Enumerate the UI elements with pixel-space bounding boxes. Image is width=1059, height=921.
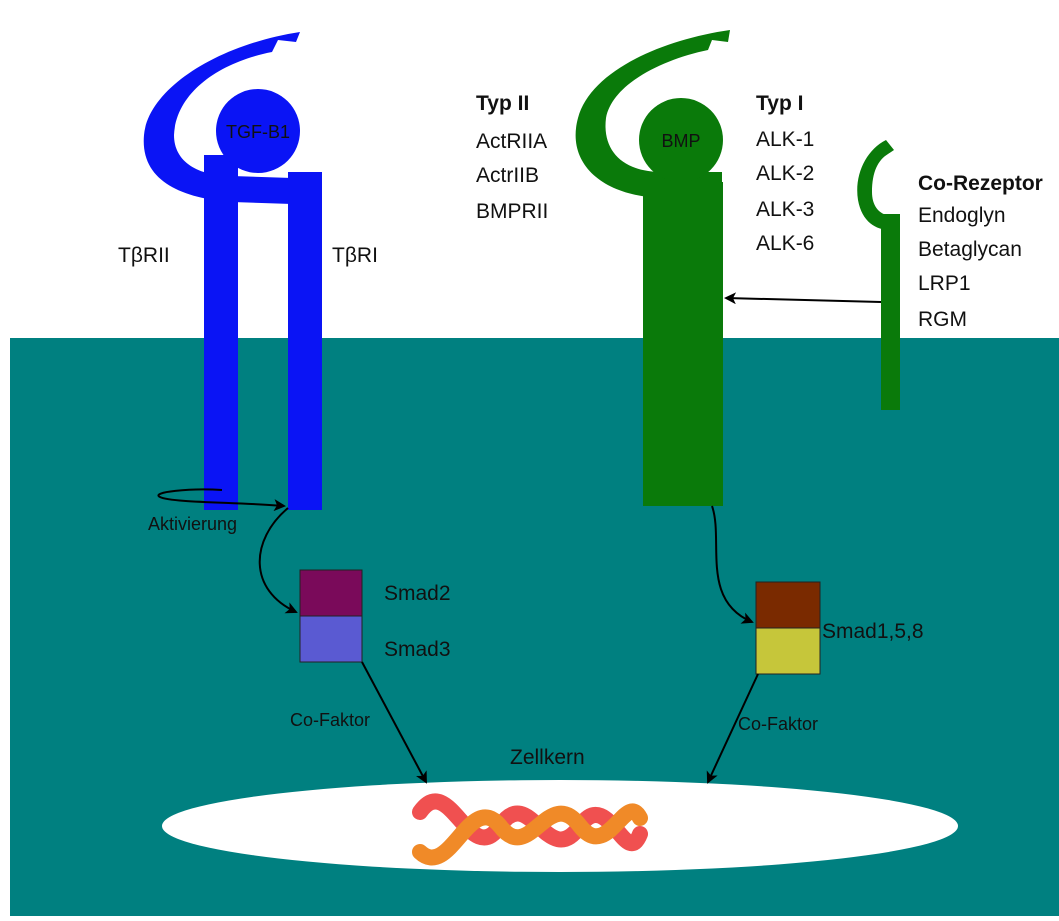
co-receptor-stem bbox=[881, 214, 900, 410]
cofaktor-left-label: Co-Faktor bbox=[290, 710, 370, 730]
tgf-receptor-complex: TGF-B1 bbox=[143, 32, 322, 510]
tbri-receptor-stem bbox=[288, 172, 322, 510]
typ2-item: ActrIIB bbox=[476, 164, 539, 187]
coreceptor-title: Co-Rezeptor bbox=[918, 172, 1043, 195]
smad3-box bbox=[299, 615, 363, 663]
typ2-item: ActRIIA bbox=[476, 130, 547, 153]
smad158-bottom-box bbox=[755, 627, 821, 675]
bmp-receptor-stem bbox=[643, 182, 723, 506]
typ1-item: ALK-2 bbox=[756, 162, 814, 185]
coreceptor-arrow bbox=[724, 292, 882, 305]
bmp-to-smad-arrow bbox=[711, 505, 754, 624]
coreceptor-item: LRP1 bbox=[918, 272, 971, 295]
co-receptor-hook bbox=[857, 140, 894, 230]
typ1-item: ALK-3 bbox=[756, 198, 814, 221]
aktivierung-label: Aktivierung bbox=[148, 514, 237, 534]
bmp-receptor-hook bbox=[575, 30, 730, 198]
zellkern-label: Zellkern bbox=[510, 746, 585, 769]
tbrii-label: TβRII bbox=[118, 244, 170, 267]
nucleus bbox=[162, 780, 958, 872]
typ1-item: ALK-6 bbox=[756, 232, 814, 255]
smad3-label: Smad3 bbox=[384, 638, 451, 661]
co-receptor bbox=[857, 140, 900, 410]
bmp-label: BMP bbox=[661, 131, 700, 151]
smad158-top-box bbox=[755, 581, 821, 629]
coreceptor-item: Endoglyn bbox=[918, 204, 1006, 227]
activation-arrow bbox=[157, 488, 286, 512]
tgf-b1-label: TGF-B1 bbox=[226, 122, 290, 142]
cofaktor-left-arrow bbox=[361, 661, 427, 784]
dna-double-helix-icon bbox=[412, 793, 648, 866]
tbri-label: TβRI bbox=[332, 244, 378, 267]
typ2-title: Typ II bbox=[476, 92, 529, 115]
coreceptor-item: RGM bbox=[918, 308, 967, 331]
bmp-ligand bbox=[639, 98, 723, 182]
smad158-label: Smad1,5,8 bbox=[822, 620, 924, 643]
coreceptor-item: Betaglycan bbox=[918, 238, 1022, 261]
smad2-box bbox=[299, 569, 363, 617]
tbrii-receptor-hook bbox=[143, 32, 300, 204]
cofaktor-right-arrow bbox=[706, 673, 759, 784]
typ1-item: ALK-1 bbox=[756, 128, 814, 151]
tbri-to-smad-arrow bbox=[258, 507, 298, 614]
bmp-receptor-complex: BMP bbox=[575, 30, 730, 506]
typ1-title: Typ I bbox=[756, 92, 803, 115]
cofaktor-right-label: Co-Faktor bbox=[738, 714, 818, 734]
tbrii-receptor-stem bbox=[204, 155, 238, 510]
tgf-b1-ligand bbox=[216, 89, 300, 173]
smad2-label: Smad2 bbox=[384, 582, 451, 605]
typ2-item: BMPRII bbox=[476, 200, 548, 223]
